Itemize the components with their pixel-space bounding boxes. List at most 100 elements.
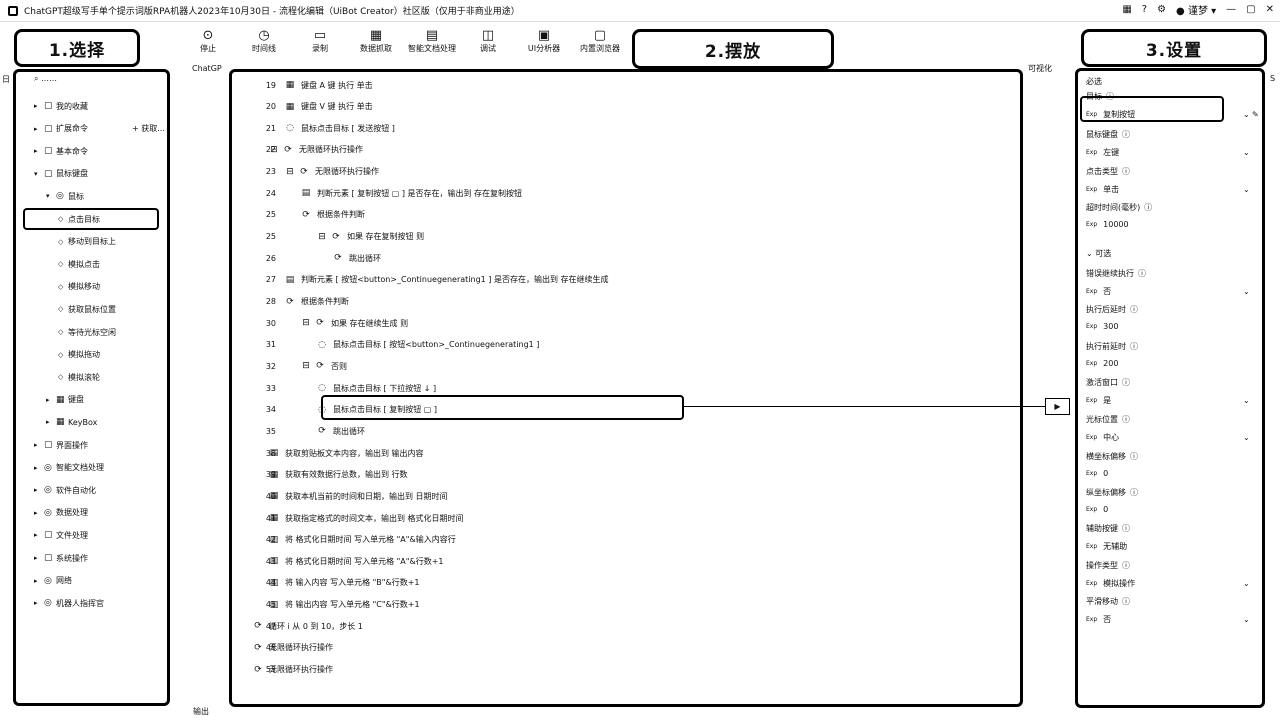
toolbar-record-button[interactable]: ▭录制: [292, 22, 348, 60]
flow-row[interactable]: 44▥将 输入内容 写入单元格 "B"&行数+1: [232, 572, 1020, 594]
chevron-down-icon[interactable]: ⌄: [1243, 615, 1250, 624]
flow-row[interactable]: 22⊟⟳无限循环执行操作: [232, 139, 1020, 161]
tree-item[interactable]: ▸◎数据处理: [34, 505, 88, 521]
tree-item[interactable]: ▸◎机器人指挥官: [34, 595, 104, 611]
tree-item[interactable]: ◇移动到目标上: [58, 234, 116, 250]
flow-row[interactable]: 25⊟⟳如果 存在复制按钮 则: [232, 226, 1020, 248]
chevron-down-icon[interactable]: ⌄: [1243, 433, 1250, 442]
expression-tag[interactable]: Exp: [1086, 111, 1098, 118]
flow-row[interactable]: 40▦获取本机当前的时间和日期，输出到 日期时间: [232, 485, 1020, 507]
tree-item[interactable]: ◇模拟点击: [58, 256, 100, 272]
output-tab[interactable]: 输出: [193, 707, 209, 716]
tree-item[interactable]: ▸◎网络: [34, 573, 72, 589]
tree-item[interactable]: ▾▢鼠标键盘: [34, 166, 88, 182]
flow-row[interactable]: 53⟳无限循环执行操作: [232, 659, 1020, 681]
toolbar-debug-button[interactable]: ◫调试: [460, 22, 516, 60]
tree-item[interactable]: ◇获取鼠标位置: [58, 301, 116, 317]
tree-item[interactable]: ◇模拟拖动: [58, 347, 100, 363]
info-icon[interactable]: ⓘ: [1122, 561, 1130, 570]
get-more-link[interactable]: + 获取...: [132, 124, 165, 134]
toolbar-stop-button[interactable]: ⊙停止: [180, 22, 236, 60]
flow-row[interactable]: 23⊟⟳无限循环执行操作: [232, 161, 1020, 183]
tree-item[interactable]: ▸▢系统操作: [34, 550, 88, 566]
tree-item[interactable]: ▸▦键盘: [46, 392, 84, 408]
flow-row[interactable]: 38▤获取剪贴板文本内容，输出到 输出内容: [232, 442, 1020, 464]
flow-row[interactable]: 26⟳跳出循环: [232, 247, 1020, 269]
info-icon[interactable]: ⓘ: [1144, 203, 1153, 212]
flow-row[interactable]: 42▥将 格式化日期时间 写入单元格 "A"&输入内容行: [232, 529, 1020, 551]
flow-row[interactable]: 45▥将 输出内容 写入单元格 "C"&行数+1: [232, 594, 1020, 616]
chevron-down-icon[interactable]: ⌄: [1243, 396, 1250, 405]
chatgpt-tab[interactable]: ChatGP: [192, 64, 222, 73]
toolbar-browser-button[interactable]: ▢内置浏览器: [572, 22, 628, 60]
info-icon[interactable]: ⓘ: [1122, 597, 1130, 606]
tree-item[interactable]: ▸◎软件自动化: [34, 482, 96, 498]
tree-item[interactable]: ▸▢文件处理: [34, 527, 88, 543]
fold-toggle-icon[interactable]: ⊟: [302, 318, 310, 329]
chevron-down-icon[interactable]: ⌄: [1243, 287, 1250, 296]
info-icon[interactable]: ⓘ: [1122, 130, 1130, 139]
fold-toggle-icon[interactable]: ⊟: [318, 231, 326, 242]
edit-icon[interactable]: ✎: [1252, 110, 1259, 119]
expression-tag[interactable]: Exp: [1086, 580, 1098, 587]
flow-row[interactable]: 28⟳根据条件判断: [232, 291, 1020, 313]
tree-item[interactable]: ▸◎智能文档处理: [34, 460, 104, 476]
flow-row[interactable]: 39▦获取有效数据行总数，输出到 行数: [232, 464, 1020, 486]
flow-row[interactable]: 47⟳循环 i 从 0 到 10，步长 1: [232, 615, 1020, 637]
flow-row[interactable]: 41▦获取指定格式的时间文本，输出到 格式化日期时间: [232, 507, 1020, 529]
toolbar-clock-button[interactable]: ◷时间线: [236, 22, 292, 60]
flow-row[interactable]: 48⟳无限循环执行操作: [232, 637, 1020, 659]
settings-icon[interactable]: ⚙: [1157, 4, 1167, 15]
left-edge-tab[interactable]: 日: [2, 75, 10, 84]
info-icon[interactable]: ⓘ: [1122, 415, 1130, 424]
flow-row[interactable]: 25⟳根据条件判断: [232, 204, 1020, 226]
expression-tag[interactable]: Exp: [1086, 397, 1098, 404]
tree-item[interactable]: ◇等待光标空闲: [58, 324, 116, 340]
expression-tag[interactable]: Exp: [1086, 288, 1098, 295]
chevron-down-icon[interactable]: ⌄: [1243, 579, 1250, 588]
expression-tag[interactable]: Exp: [1086, 434, 1098, 441]
toolbar-document-button[interactable]: ▤智能文档处理: [404, 22, 460, 60]
expression-tag[interactable]: Exp: [1086, 470, 1098, 477]
play-icon[interactable]: ▶: [1045, 398, 1070, 415]
info-icon[interactable]: ⓘ: [1122, 524, 1130, 533]
info-icon[interactable]: ⓘ: [1122, 167, 1130, 176]
tree-item[interactable]: ▸▢基本命令: [34, 143, 88, 159]
flow-row[interactable]: 32⊟⟳否则: [232, 355, 1020, 377]
toolbar-data-capture-button[interactable]: ▦数据抓取: [348, 22, 404, 60]
expression-tag[interactable]: Exp: [1086, 323, 1098, 330]
flow-row[interactable]: 43▥将 格式化日期时间 写入单元格 "A"&行数+1: [232, 550, 1020, 572]
expression-tag[interactable]: Exp: [1086, 221, 1098, 228]
tree-item[interactable]: ▸▦KeyBox: [46, 414, 97, 430]
info-icon[interactable]: ⓘ: [1130, 488, 1138, 497]
flow-row[interactable]: 33◌鼠标点击目标 [ 下拉按钮 ↓ ]: [232, 377, 1020, 399]
maximize-button[interactable]: ▢: [1246, 4, 1256, 15]
expression-tag[interactable]: Exp: [1086, 360, 1098, 367]
toolbar-ui-analyzer-button[interactable]: ▣UI分析器: [516, 22, 572, 60]
flow-row[interactable]: 35⟳跳出循环: [232, 420, 1020, 442]
expression-tag[interactable]: Exp: [1086, 186, 1098, 193]
tree-item[interactable]: ▾◎鼠标: [46, 188, 84, 204]
tree-item[interactable]: ◇模拟滚轮: [58, 369, 100, 385]
fold-toggle-icon[interactable]: ⊟: [270, 144, 278, 155]
visual-toggle[interactable]: 可视化: [1028, 64, 1052, 73]
expression-tag[interactable]: Exp: [1086, 506, 1098, 513]
flow-row[interactable]: 30⊟⟳如果 存在继续生成 则: [232, 312, 1020, 334]
info-icon[interactable]: ⓘ: [1130, 305, 1138, 314]
info-icon[interactable]: ⓘ: [1122, 378, 1130, 387]
chevron-down-icon[interactable]: ⌄: [1243, 148, 1250, 157]
tree-item[interactable]: ◇模拟移动: [58, 279, 100, 295]
expression-tag[interactable]: Exp: [1086, 543, 1098, 550]
chevron-down-icon[interactable]: ⌄: [1243, 110, 1250, 119]
